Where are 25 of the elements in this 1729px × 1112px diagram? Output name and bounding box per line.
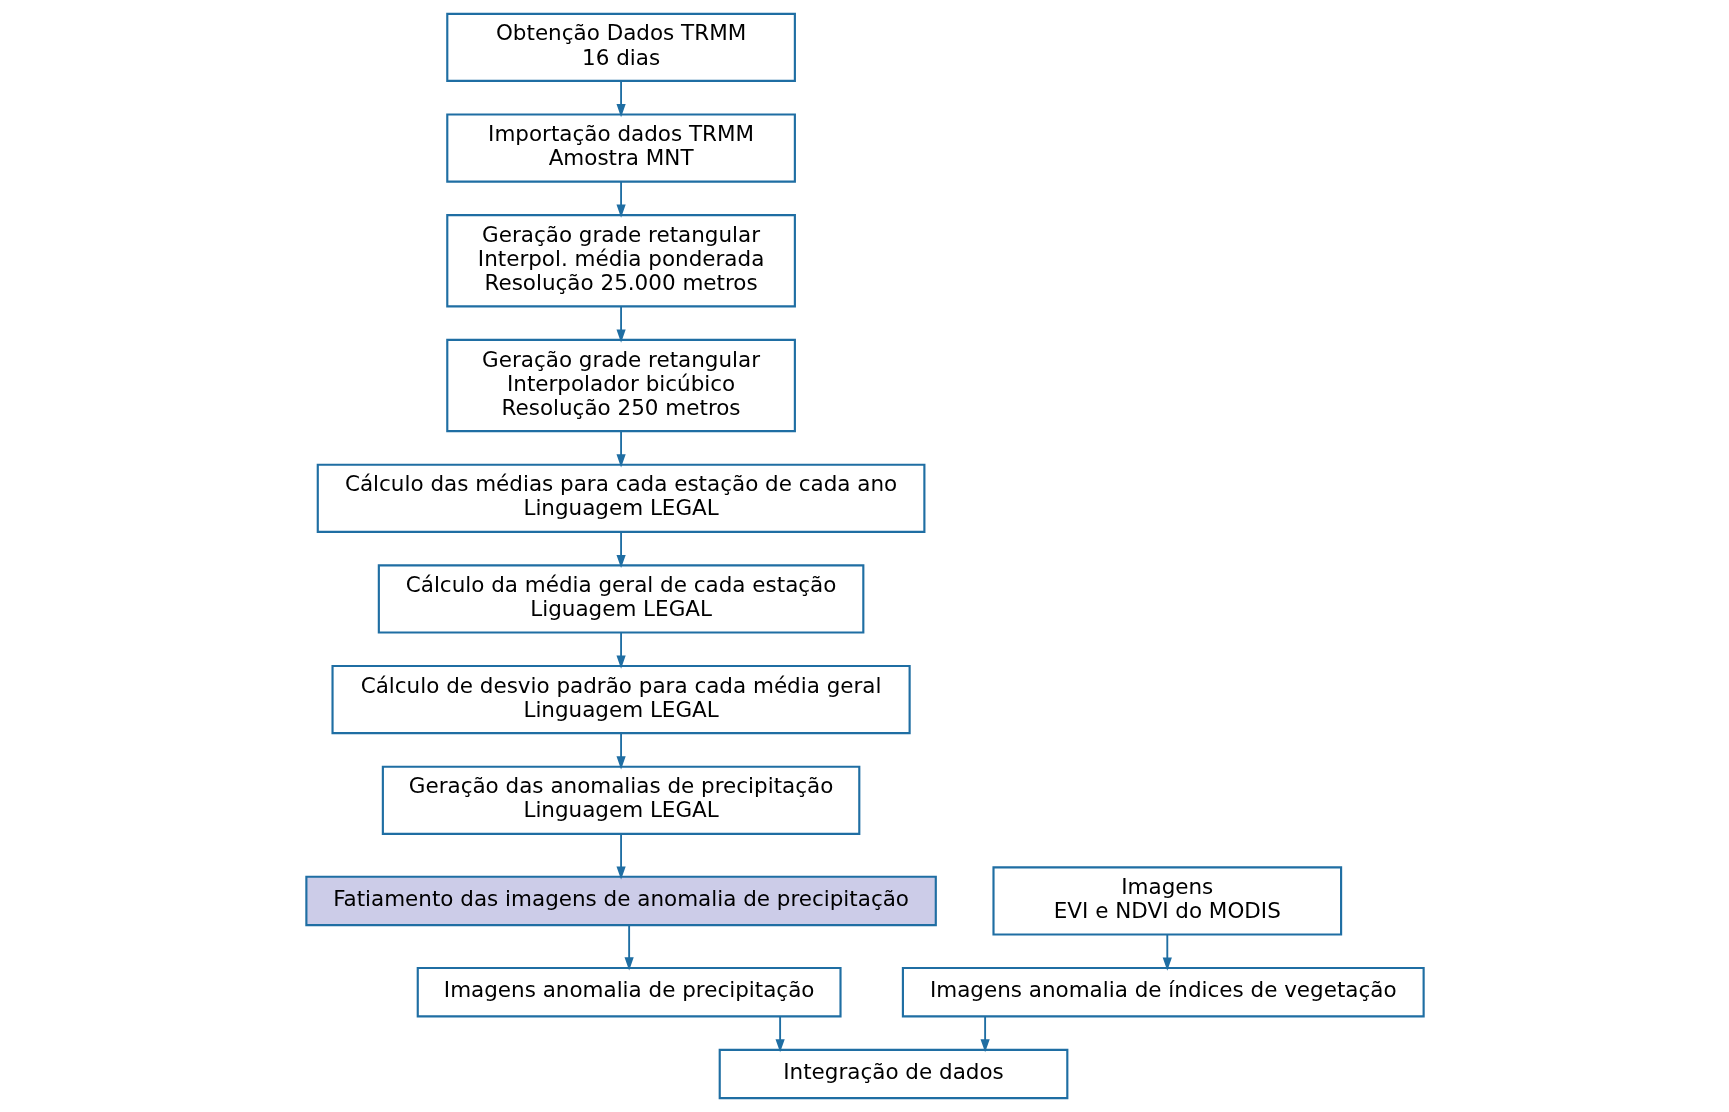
node-box: Cálculo das médias para cada estação de cada ano Linguagem LEGAL xyxy=(316,463,925,533)
arrow xyxy=(615,180,626,218)
arrow xyxy=(615,531,626,569)
arrow xyxy=(615,833,626,880)
arrow xyxy=(615,305,626,343)
arrow xyxy=(624,924,634,971)
node-box: Obtenção Dados TRMM 16 dias xyxy=(445,12,796,82)
arrow xyxy=(615,80,626,118)
node-box: Imagens anomalia de índices de vegetação xyxy=(901,966,1425,1018)
node-box: Geração grade retangular Interpolador bicúbico Resolução 250 metros xyxy=(445,338,796,433)
arrow xyxy=(775,1015,785,1053)
arrow xyxy=(615,632,626,669)
arrow xyxy=(615,732,626,770)
node-box: Geração grade retangular Interpol. média ponderada Resolução 25.000 metros xyxy=(445,214,796,308)
node-box: Cálculo da média geral de cada estação Liguagem LEGAL xyxy=(377,564,864,634)
node-box: Importação dados TRMM Amostra MNT xyxy=(445,113,796,183)
node-box: Fatiamento das imagens de anomalia de precipitação xyxy=(304,875,937,927)
node-box: Integração de dados xyxy=(718,1048,1068,1100)
arrow xyxy=(615,430,626,468)
arrow xyxy=(1162,933,1172,971)
node-box: Imagens anomalia de precipitação xyxy=(416,966,842,1018)
node-box: Geração das anomalias de precipitação Linguagem LEGAL xyxy=(381,765,860,835)
node-box: Cálculo de desvio padrão para cada média geral Linguagem LEGAL xyxy=(330,664,911,735)
arrow xyxy=(980,1015,990,1053)
node-box: Imagens EVI e NDVI do MODIS xyxy=(991,866,1342,936)
